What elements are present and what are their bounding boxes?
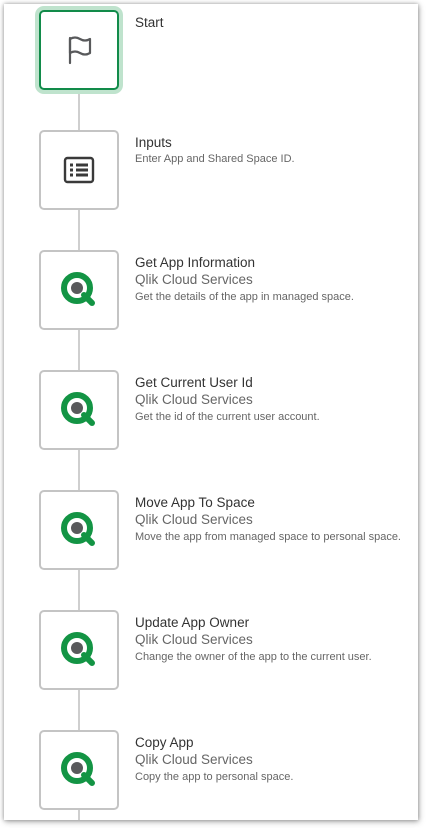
step-copy-app: Copy App Qlik Cloud Services Copy the ap…	[4, 730, 418, 810]
step-start-block[interactable]	[39, 10, 119, 90]
step-update-app-owner: Update App Owner Qlik Cloud Services Cha…	[4, 610, 418, 690]
step-start: Start	[4, 10, 418, 90]
step-move-app-to-space: Move App To Space Qlik Cloud Services Mo…	[4, 490, 418, 570]
flag-icon	[68, 36, 92, 65]
step-connector-name: Qlik Cloud Services	[135, 512, 253, 527]
step-get-current-user-id: Get Current User Id Qlik Cloud Services …	[4, 370, 418, 450]
qlik-logo-icon	[61, 752, 95, 786]
step-description: Get the details of the app in managed sp…	[135, 291, 354, 303]
step-inputs-block[interactable]	[39, 130, 119, 210]
step-title: Move App To Space	[135, 495, 255, 510]
step-description: Get the id of the current user account.	[135, 411, 320, 423]
step-description: Enter App and Shared Space ID.	[135, 153, 295, 165]
step-inputs: Inputs Enter App and Shared Space ID.	[4, 130, 418, 210]
step-description: Change the owner of the app to the curre…	[135, 651, 372, 663]
list-icon	[63, 156, 95, 184]
step-title: Get App Information	[135, 255, 256, 270]
qlik-logo-icon	[61, 392, 95, 426]
step-description: Move the app from managed space to perso…	[135, 531, 401, 543]
step-title: Update App Owner	[135, 615, 250, 630]
step-connector-name: Qlik Cloud Services	[135, 392, 253, 407]
step-get-current-user-id-block[interactable]	[39, 370, 119, 450]
qlik-logo-icon	[61, 272, 95, 306]
step-title: Inputs	[135, 135, 172, 150]
step-get-app-information: Get App Information Qlik Cloud Services …	[4, 250, 418, 330]
step-connector-name: Qlik Cloud Services	[135, 632, 253, 647]
qlik-logo-icon	[61, 632, 95, 666]
step-update-app-owner-block[interactable]	[39, 610, 119, 690]
step-get-app-information-block[interactable]	[39, 250, 119, 330]
step-connector-name: Qlik Cloud Services	[135, 752, 253, 767]
step-move-app-to-space-block[interactable]	[39, 490, 119, 570]
step-title: Get Current User Id	[135, 375, 253, 390]
step-title: Start	[135, 15, 164, 30]
step-connector-name: Qlik Cloud Services	[135, 272, 253, 287]
qlik-logo-icon	[61, 512, 95, 546]
step-copy-app-block[interactable]	[39, 730, 119, 810]
step-description: Copy the app to personal space.	[135, 771, 294, 783]
workflow-panel: Start Inputs Enter App and Shared Space …	[4, 4, 418, 820]
step-title: Copy App	[135, 735, 194, 750]
